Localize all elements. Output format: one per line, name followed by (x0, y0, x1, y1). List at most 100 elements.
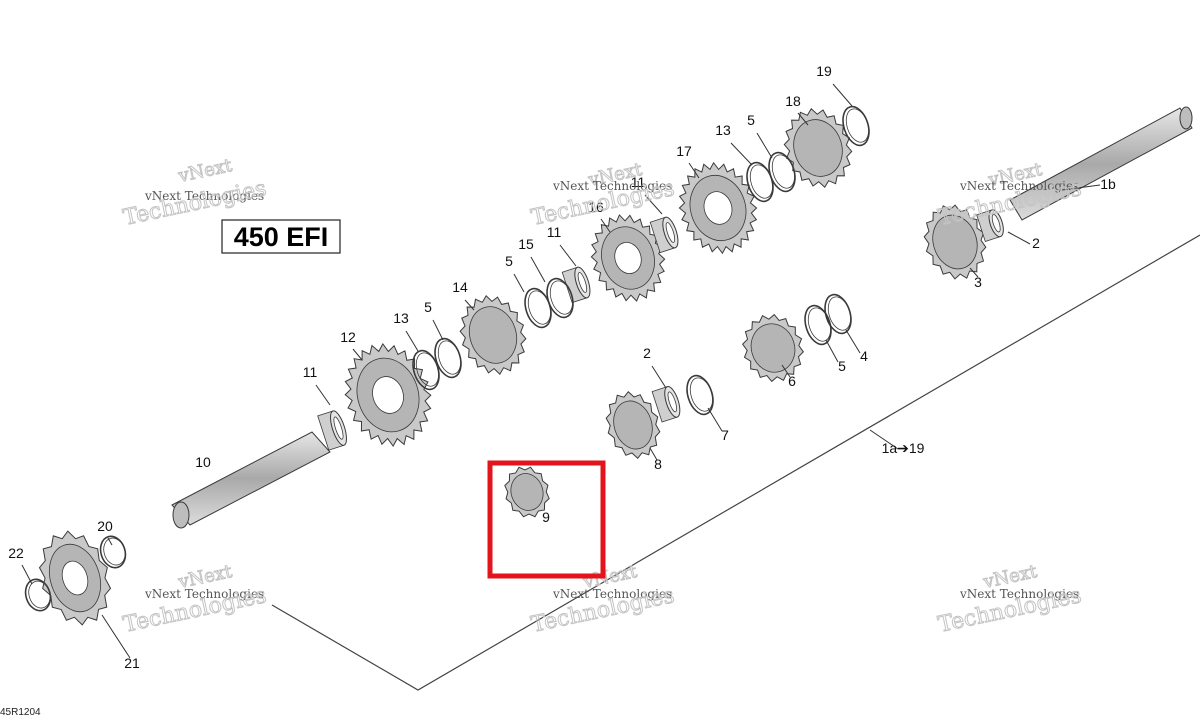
callout-21[interactable]: 21 (124, 655, 140, 671)
leader-line-16 (600, 218, 611, 233)
callout-2a[interactable]: 2 (643, 345, 651, 361)
watermark-line1: vNext Technologies (959, 587, 1079, 601)
leader-line-20 (107, 537, 113, 546)
leader-lines (21, 83, 1101, 659)
watermark-bottom-right: vNext vNext Technologies Technologies (936, 560, 1085, 638)
washer-4 (824, 293, 852, 335)
callout-10[interactable]: 10 (195, 454, 211, 470)
model-label: 450 EFI (234, 222, 329, 252)
callout-16[interactable]: 16 (588, 199, 604, 215)
callout-3[interactable]: 3 (974, 274, 982, 290)
sprocket-21 (38, 530, 112, 626)
watermark-line1: vNext Technologies (959, 179, 1079, 193)
leader-line-13a (405, 330, 419, 352)
callout-13a[interactable]: 13 (393, 310, 409, 326)
bushing-11a (317, 410, 347, 451)
leader-line-5d (756, 132, 773, 159)
callout-1b[interactable]: 1b (1100, 176, 1116, 192)
callout-5a[interactable]: 5 (838, 358, 846, 374)
gear-6 (741, 313, 805, 383)
watermark-top-right: vNext vNext Technologies Technologies (936, 158, 1085, 231)
assembly-frame (271, 234, 1200, 691)
leader-line-2b (1007, 231, 1031, 245)
leader-line-4 (845, 329, 861, 354)
leader-line-5a (825, 339, 839, 363)
callout-11b[interactable]: 11 (547, 224, 562, 240)
callout-7[interactable]: 7 (721, 427, 729, 443)
leader-line-5c (513, 273, 525, 293)
washer-19 (842, 105, 870, 147)
leader-line-21 (101, 614, 131, 659)
callout-1a19[interactable]: 1a➔19 (882, 440, 925, 456)
callout-22[interactable]: 22 (8, 545, 24, 561)
watermark-line1: vNext Technologies (552, 587, 672, 601)
watermark-line1: vNext Technologies (144, 587, 264, 601)
leader-line-5b (432, 319, 444, 341)
leader-line-6 (781, 364, 791, 378)
watermark-line1: vNext Technologies (552, 179, 672, 193)
leader-line-19 (832, 83, 853, 107)
callout-5d[interactable]: 5 (747, 112, 755, 128)
leader-line-11b (559, 244, 577, 267)
washer-13a (412, 349, 440, 391)
leader-line-12 (352, 348, 363, 361)
callout-4[interactable]: 4 (860, 348, 868, 364)
parts-layer (24, 105, 1004, 626)
leader-line-3 (969, 267, 979, 278)
model-label-box: 450 EFI (221, 219, 341, 254)
washer-7 (686, 374, 714, 416)
reference-code: 45R1204 (0, 707, 41, 717)
callout-17[interactable]: 17 (676, 143, 692, 159)
callout-13b[interactable]: 13 (715, 122, 731, 138)
watermark-bottom-left: vNext vNext Technologies Technologies (121, 560, 270, 638)
callout-12[interactable]: 12 (340, 329, 356, 345)
leader-line-11c (644, 194, 663, 215)
callout-14[interactable]: 14 (452, 279, 468, 295)
bushing-2a (651, 386, 681, 423)
bushing-2b (976, 209, 1004, 242)
leader-line-7 (707, 407, 723, 432)
washer-20 (99, 535, 127, 569)
leader-line-8 (649, 447, 658, 461)
washer-5a (804, 304, 832, 346)
gear-14 (459, 294, 527, 376)
callout-15[interactable]: 15 (518, 236, 534, 252)
leader-line-1b (1061, 184, 1101, 191)
leader-line-14 (464, 299, 475, 311)
callout-11c[interactable]: 11 (631, 174, 646, 190)
callout-19[interactable]: 19 (816, 63, 832, 79)
callout-5c[interactable]: 5 (505, 253, 513, 269)
leader-line-15 (530, 256, 546, 283)
watermark-top-center: vNext vNext Technologies Technologies (529, 158, 678, 231)
washer-22 (24, 578, 52, 612)
leader-line-17 (688, 162, 700, 179)
washer-5d (768, 151, 796, 193)
leader-line-1a19 (869, 429, 899, 450)
callout-18[interactable]: 18 (785, 93, 801, 109)
leader-line-2a (651, 365, 667, 389)
gear-9 (504, 466, 550, 518)
callout-9[interactable]: 9 (542, 509, 550, 525)
callout-11a[interactable]: 11 (303, 364, 318, 380)
leader-line-18 (797, 112, 809, 126)
washer-15 (546, 277, 574, 319)
gear-8 (605, 390, 661, 460)
callout-20[interactable]: 20 (97, 518, 113, 534)
callout-8[interactable]: 8 (654, 456, 662, 472)
callout-5b[interactable]: 5 (424, 299, 432, 315)
callout-6[interactable]: 6 (788, 373, 796, 389)
leader-line-13b (730, 142, 753, 166)
bushing-11c (649, 216, 679, 254)
gear-18 (783, 107, 853, 189)
gear-3 (923, 204, 987, 280)
callout-labels: 191813517111611155141351211101b234562789… (8, 63, 1116, 671)
watermark-top: vNext (176, 155, 235, 187)
gear-12 (344, 342, 432, 448)
leader-line-22 (21, 564, 33, 585)
gear-16 (590, 214, 666, 302)
highlight-box-part-9[interactable] (487, 460, 606, 579)
watermark-line1: vNext Technologies (144, 189, 264, 203)
callout-2b[interactable]: 2 (1032, 235, 1040, 251)
